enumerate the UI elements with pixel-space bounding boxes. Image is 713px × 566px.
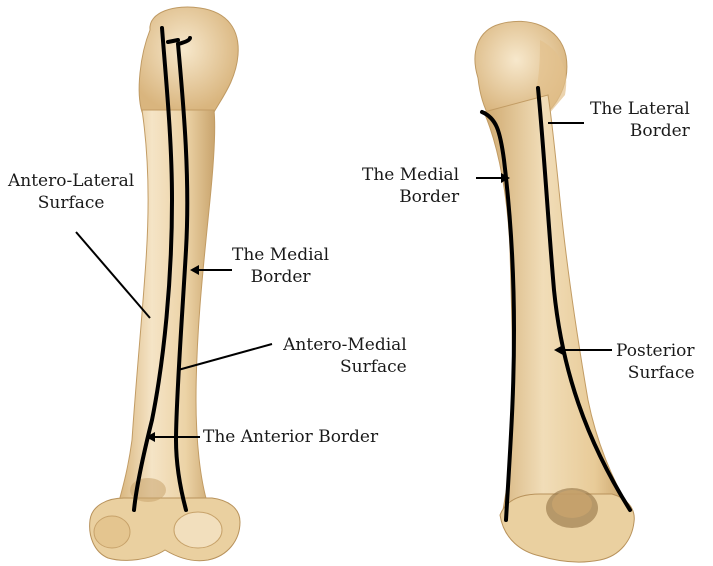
label-anterior-border: The Anterior Border xyxy=(203,426,378,448)
anterior-humerus xyxy=(90,7,240,561)
label-posterior-surface: Posterior Surface xyxy=(616,340,695,384)
pointer-antero-lateral xyxy=(76,232,150,318)
label-antero-medial-surface: Antero-Medial Surface xyxy=(270,334,407,378)
label-medial-border-posterior: The Medial Border xyxy=(362,164,459,208)
label-antero-lateral-surface: Antero-Lateral Surface xyxy=(8,170,134,214)
label-medial-border-anterior: The Medial Border xyxy=(232,244,329,288)
label-lateral-border: The Lateral Border xyxy=(590,98,690,142)
